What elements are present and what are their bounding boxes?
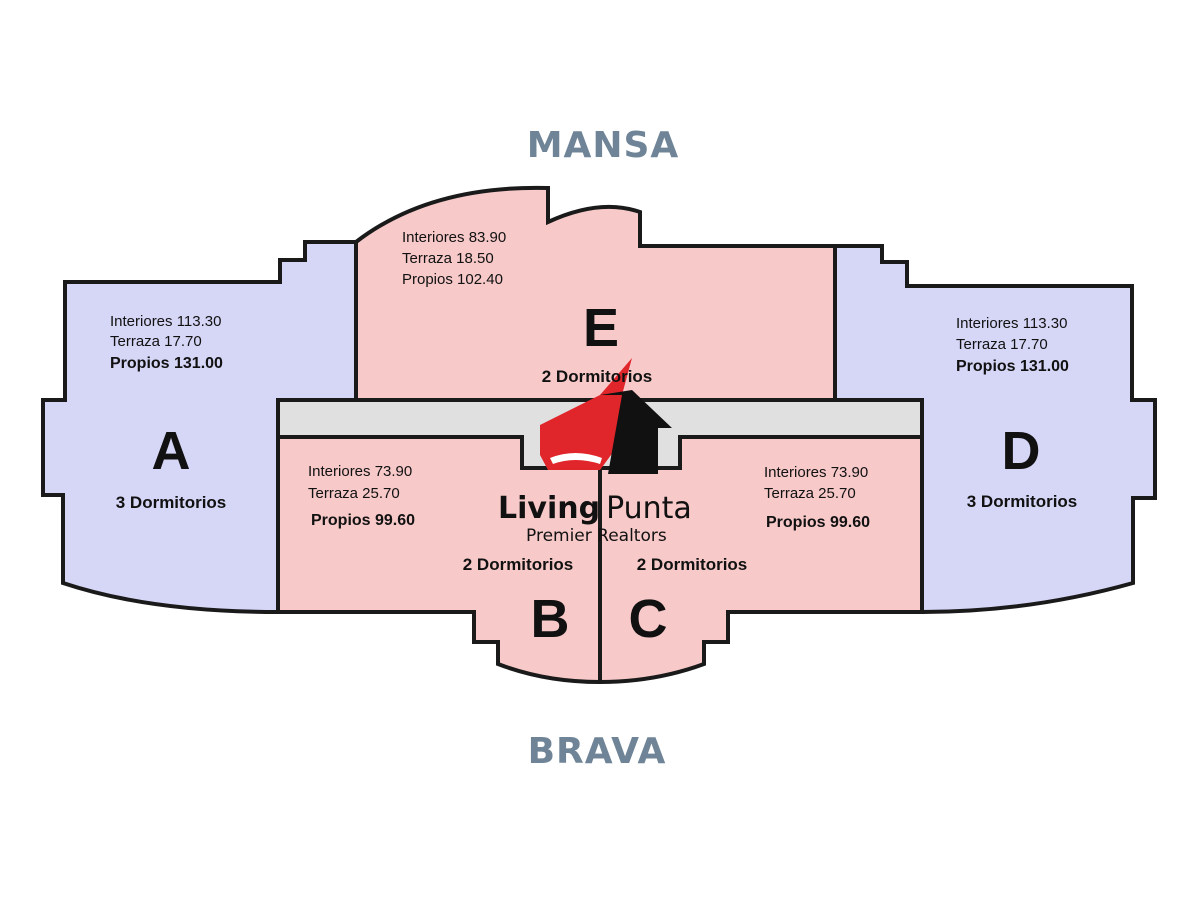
unit-d-letter: D bbox=[1002, 421, 1041, 481]
unit-a-letter: A bbox=[152, 421, 191, 481]
unit-b-rooms: 2 Dormitorios bbox=[463, 555, 574, 574]
unit-c-area bbox=[598, 435, 924, 685]
unit-b-interiores: Interiores 73.90 bbox=[308, 463, 412, 480]
unit-b-letter: B bbox=[531, 589, 570, 649]
orientation-top-label: MANSA bbox=[527, 125, 680, 166]
unit-b-terraza: Terraza 25.70 bbox=[308, 485, 400, 502]
unit-d-rooms: 3 Dormitorios bbox=[967, 492, 1078, 511]
unit-e-terraza: Terraza 18.50 bbox=[402, 250, 494, 267]
unit-c-interiores: Interiores 73.90 bbox=[764, 464, 868, 481]
unit-e-rooms: 2 Dormitorios bbox=[542, 367, 653, 386]
unit-b-propios: Propios 99.60 bbox=[311, 512, 415, 529]
unit-a-terraza: Terraza 17.70 bbox=[110, 333, 202, 350]
logo-word-living: Living bbox=[498, 491, 600, 526]
logo-tagline: Premier Realtors bbox=[526, 526, 667, 546]
unit-d-area bbox=[833, 244, 1157, 615]
unit-e-letter: E bbox=[583, 298, 619, 358]
unit-d-interiores: Interiores 113.30 bbox=[956, 315, 1067, 332]
unit-c-rooms: 2 Dormitorios bbox=[637, 555, 748, 574]
unit-c-terraza: Terraza 25.70 bbox=[764, 485, 856, 502]
unit-a-rooms: 3 Dormitorios bbox=[116, 493, 227, 512]
house-logo-icon bbox=[540, 358, 672, 474]
unit-e-interiores: Interiores 83.90 bbox=[402, 229, 506, 246]
unit-a-interiores: Interiores 113.30 bbox=[110, 313, 221, 330]
unit-d-terraza: Terraza 17.70 bbox=[956, 336, 1048, 353]
unit-c-letter: C bbox=[629, 589, 668, 649]
unit-c-propios: Propios 99.60 bbox=[766, 514, 870, 531]
logo-word-punta: Punta bbox=[606, 491, 692, 526]
unit-a-propios: Propios 131.00 bbox=[110, 355, 223, 372]
unit-e-propios: Propios 102.40 bbox=[402, 271, 503, 288]
unit-d-propios: Propios 131.00 bbox=[956, 358, 1069, 375]
unit-e-area bbox=[354, 185, 837, 402]
orientation-bottom-label: BRAVA bbox=[528, 731, 667, 772]
